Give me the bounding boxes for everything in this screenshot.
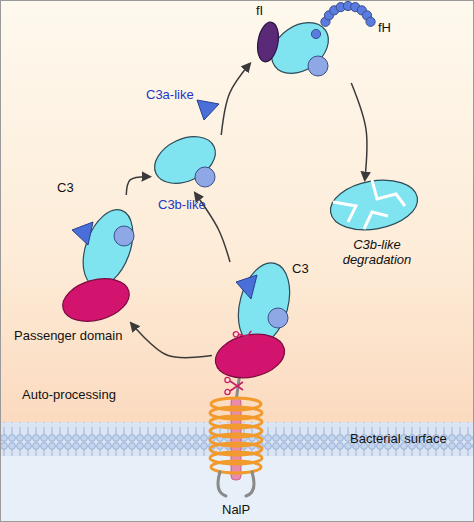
factor-i bbox=[255, 21, 282, 64]
c3b-like-domain bbox=[147, 127, 223, 192]
node-label: C3b-like bbox=[158, 198, 206, 213]
scissor-handle bbox=[225, 389, 230, 394]
scissor-handle bbox=[237, 342, 244, 349]
c3-passenger-complex: C3Passenger domain bbox=[55, 195, 150, 323]
cleavage-crack bbox=[333, 180, 405, 229]
c3a-domain bbox=[72, 222, 93, 245]
membrane-label: Bacterial surface bbox=[350, 432, 447, 447]
flow-arrow bbox=[351, 83, 367, 180]
node-shape bbox=[55, 195, 150, 323]
node-label: fH bbox=[378, 21, 391, 36]
c345c-domain bbox=[114, 226, 134, 246]
c3-nalp-complex: C3 bbox=[212, 262, 302, 382]
node-label: Passenger domain bbox=[14, 329, 122, 344]
node-label: fI bbox=[256, 4, 263, 19]
passenger-domain bbox=[211, 328, 288, 384]
flow-arrow bbox=[131, 323, 212, 358]
periplasmic-loop bbox=[218, 472, 226, 496]
scissors-icon bbox=[225, 377, 243, 394]
scissor-blades bbox=[230, 381, 243, 391]
barrel-strand bbox=[211, 461, 261, 473]
c3a-domain bbox=[236, 275, 257, 299]
c3a-fragment bbox=[197, 100, 219, 120]
factor-h-bead bbox=[366, 17, 375, 26]
periplasmic-loop bbox=[246, 472, 254, 496]
node-shape bbox=[212, 262, 302, 382]
scissor-handle bbox=[233, 331, 240, 338]
extracellular-space bbox=[0, 0, 474, 424]
flow-arrow bbox=[126, 177, 150, 195]
flow-arrow bbox=[195, 193, 230, 262]
nalp-barrel bbox=[210, 398, 262, 496]
shape-group bbox=[327, 174, 422, 237]
degradation-products: C3b-like degradation bbox=[328, 180, 420, 232]
fragment-label: C3a-like bbox=[146, 88, 194, 103]
passenger-domain bbox=[58, 272, 134, 328]
process-label: Auto-processing bbox=[22, 388, 116, 403]
node-label: C3b-like degradation bbox=[336, 238, 418, 268]
shape-group bbox=[255, 1, 375, 83]
shape-group bbox=[58, 203, 142, 328]
scissor-handle bbox=[225, 377, 230, 382]
scissors-icon bbox=[233, 327, 256, 349]
c3b-fragments bbox=[327, 174, 422, 237]
c345c-domain bbox=[308, 56, 328, 76]
node-shape bbox=[150, 135, 225, 193]
node-shape bbox=[250, 5, 385, 83]
c345c-domain bbox=[268, 308, 288, 328]
node-label: C3 bbox=[292, 262, 309, 277]
c3b-like-complex: C3b-like bbox=[150, 135, 225, 193]
c345c-domain bbox=[195, 167, 215, 187]
node-shape bbox=[328, 180, 420, 232]
shape-group bbox=[211, 257, 298, 384]
protein-label: NalP bbox=[222, 503, 250, 518]
factor-h-bead bbox=[311, 29, 320, 38]
shape-group bbox=[147, 127, 223, 192]
scissor-blades bbox=[239, 330, 255, 344]
node-label: C3 bbox=[57, 181, 74, 196]
factor-complex: fIfH bbox=[250, 5, 385, 83]
flow-arrow bbox=[221, 64, 250, 136]
